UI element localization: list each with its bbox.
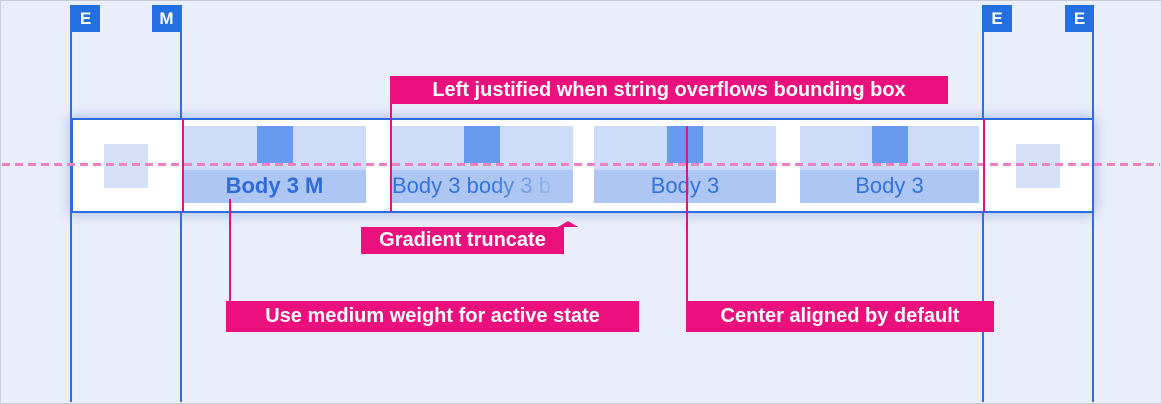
leader-line-center-aligned xyxy=(686,126,688,302)
tab-item-default-2[interactable]: Body 3 xyxy=(800,126,979,203)
annotation-medium-weight: Use medium weight for active state xyxy=(226,301,639,332)
tab-label: Body 3 M xyxy=(183,170,366,203)
content-edge-line-left xyxy=(182,119,184,212)
icon-placeholder-left xyxy=(104,144,148,188)
tab-item-active[interactable]: Body 3 M xyxy=(183,126,366,203)
margin-marker-e-left: E xyxy=(71,5,100,32)
annotation-gradient-truncate: Gradient truncate xyxy=(361,227,564,254)
tab-icon-placeholder xyxy=(871,126,908,163)
icon-placeholder-right xyxy=(1016,144,1060,188)
annotation-center-aligned: Center aligned by default xyxy=(686,301,994,332)
tab-item-default[interactable]: Body 3 xyxy=(594,126,776,203)
baseline-dashed-line xyxy=(2,163,1160,166)
annotation-left-justified: Left justified when string overflows bou… xyxy=(390,76,948,104)
margin-marker-e-right-outer: E xyxy=(1065,5,1094,32)
tab-item-truncated[interactable]: Body 3 body 3 b xyxy=(390,126,573,203)
annotation-pointer-up-icon xyxy=(558,221,578,227)
tab-label: Body 3 xyxy=(800,170,979,203)
leader-line-medium-weight xyxy=(229,199,231,302)
content-edge-line-right xyxy=(983,119,985,212)
tab-icon-placeholder xyxy=(256,126,293,163)
tab-label: Body 3 body 3 b xyxy=(390,170,573,203)
leader-line-left-justified xyxy=(390,103,392,212)
margin-marker-m-left: M xyxy=(152,5,181,32)
margin-marker-e-right-inner: E xyxy=(982,5,1012,32)
tab-icon-placeholder xyxy=(463,126,500,163)
tab-label-band: Body 3 body 3 b xyxy=(390,170,573,203)
tab-icon-placeholder xyxy=(667,126,703,163)
tab-label: Body 3 xyxy=(594,170,776,203)
